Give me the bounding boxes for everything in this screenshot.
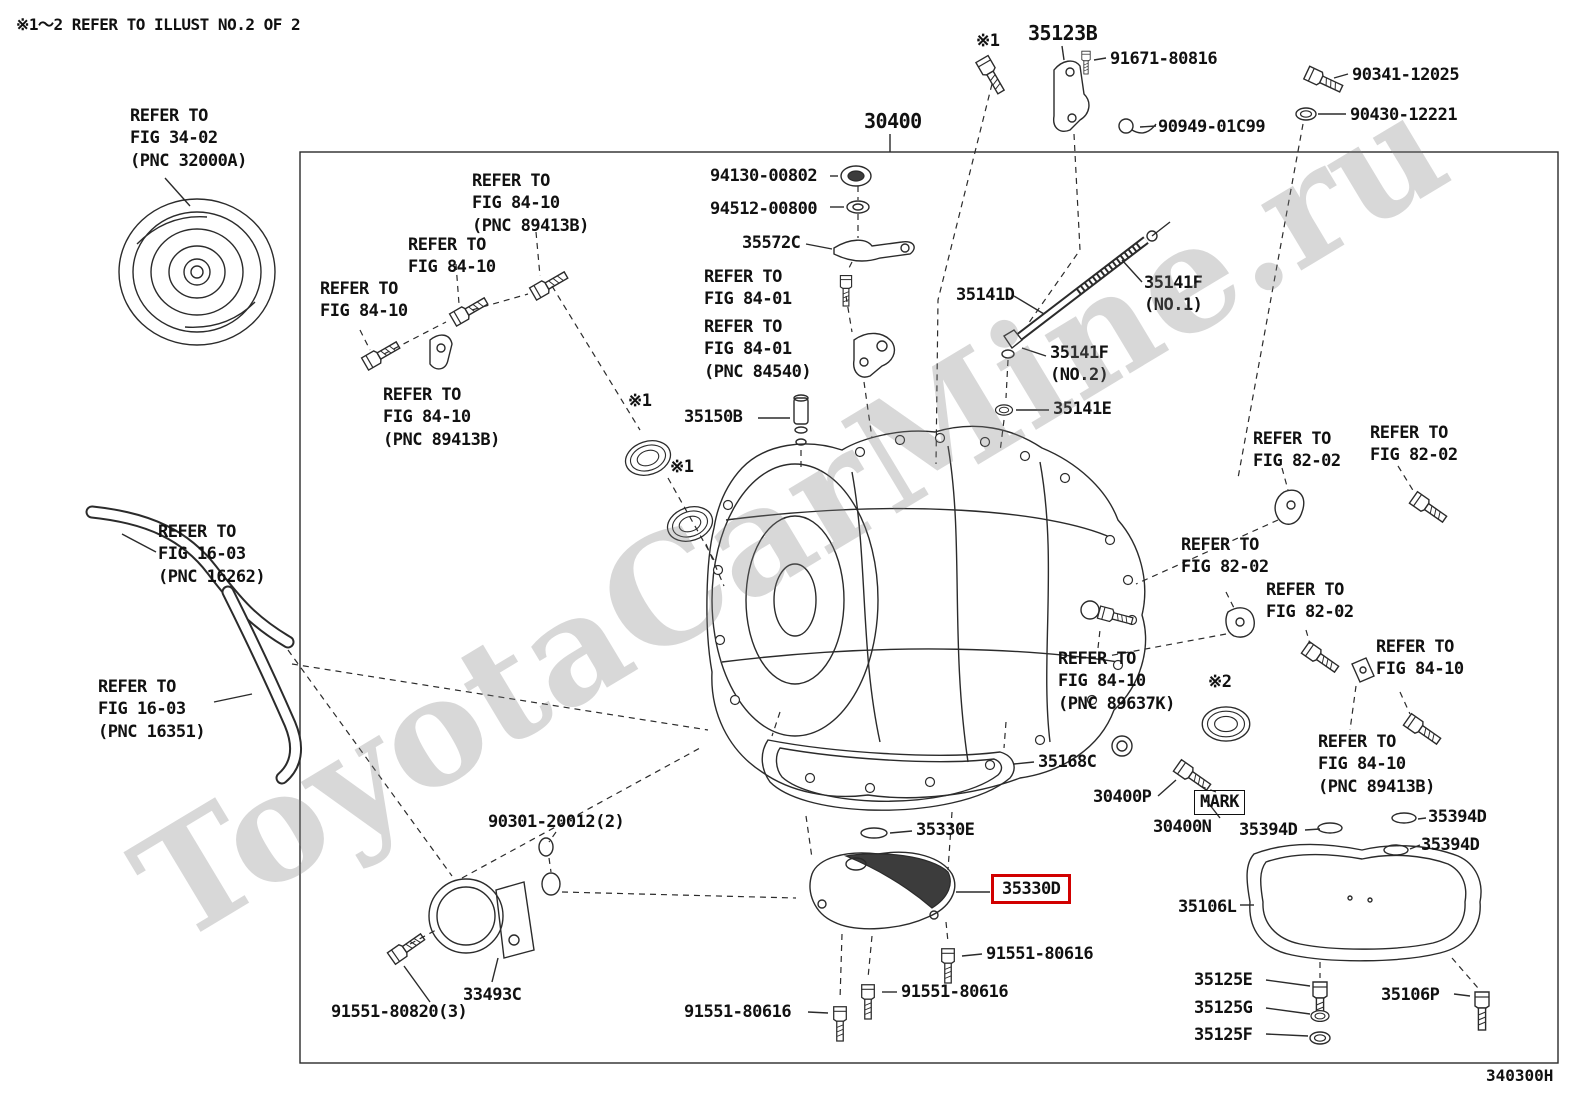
ref-label-fig-84-10-b[interactable]: REFER TO FIG 84-10 (408, 235, 496, 278)
ref-label-fig-16-03-a[interactable]: REFER TO FIG 16-03 (PNC 16262) (158, 522, 266, 587)
ref-label-fig-82-02-c[interactable]: REFER TO FIG 82-02 (1181, 535, 1269, 578)
part-label-35394d-1[interactable]: 35394D (1239, 820, 1298, 840)
marker-star1-b: ※1 (670, 457, 694, 477)
diagram-border (299, 151, 1559, 1064)
oil-seals-drawing (620, 434, 725, 587)
part-label-90430-12221[interactable]: 90430-12221 (1350, 105, 1458, 125)
marker-star1-a: ※1 (628, 391, 652, 411)
part-label-90341-12025[interactable]: 90341-12025 (1352, 65, 1460, 85)
part-label-35141d[interactable]: 35141D (956, 285, 1015, 305)
marker-star2: ※2 (1208, 672, 1232, 692)
mark-callout: MARK (1194, 790, 1245, 815)
oil-strainer-drawing (805, 811, 990, 1042)
part-label-90949-01c99[interactable]: 90949-01C99 (1158, 117, 1266, 137)
part-label-35572c[interactable]: 35572C (742, 233, 801, 253)
lever-stack-drawing (805, 165, 915, 439)
part-label-35125f[interactable]: 35125F (1194, 1025, 1253, 1045)
part-label-90301-20012[interactable]: 90301-20012(2) (488, 812, 625, 832)
marker-star1-top: ※1 (976, 31, 1000, 51)
part-label-35150b[interactable]: 35150B (684, 407, 743, 427)
ref-label-fig-82-02-d[interactable]: REFER TO FIG 82-02 (1266, 580, 1354, 623)
part-label-30400n[interactable]: 30400N (1153, 817, 1212, 837)
part-label-35125e[interactable]: 35125E (1194, 970, 1253, 990)
part-label-94130-00802[interactable]: 94130-00802 (710, 166, 818, 186)
transaxle-drawing (706, 425, 1147, 799)
part-label-35330e[interactable]: 35330E (916, 820, 975, 840)
part-label-30400p[interactable]: 30400P (1093, 787, 1152, 807)
ref-label-fig-84-10-a[interactable]: REFER TO FIG 84-10 (PNC 89413B) (472, 171, 589, 236)
part-label-35394d-3[interactable]: 35394D (1421, 835, 1480, 855)
pan-gasket-drawing (761, 711, 1035, 839)
part-label-35106l[interactable]: 35106L (1178, 897, 1237, 917)
part-label-35141f-no1[interactable]: 35141F (NO.1) (1144, 273, 1203, 316)
breather-drawing (386, 747, 701, 1003)
part-label-35141f-no2[interactable]: 35141F (NO.2) (1050, 343, 1109, 386)
ref-label-fig-84-10-c[interactable]: REFER TO FIG 84-10 (320, 279, 408, 322)
torque-converter-drawing (118, 198, 276, 346)
part-label-35141e[interactable]: 35141E (1053, 399, 1112, 419)
figure-code: 340300H (1486, 1066, 1554, 1085)
ref-label-fig-84-01-a[interactable]: REFER TO FIG 84-01 (704, 267, 792, 310)
ref-label-fig-34-02[interactable]: REFER TO FIG 34-02 (PNC 32000A) (130, 106, 247, 171)
part-label-91551-80616-2[interactable]: 91551-80616 (901, 982, 1009, 1002)
part-label-91551-80616-1[interactable]: 91551-80616 (986, 944, 1094, 964)
part-label-91671-80816[interactable]: 91671-80816 (1110, 49, 1218, 69)
part-label-91551-80616-3[interactable]: 91551-80616 (684, 1002, 792, 1022)
top-note: ※1～2 REFER TO ILLUST NO.2 OF 2 (16, 15, 301, 34)
part-label-35125g[interactable]: 35125G (1194, 998, 1253, 1018)
hoses-drawing (85, 505, 709, 877)
ref-label-fig-84-10-f[interactable]: REFER TO FIG 84-10 (PNC 89637K) (1058, 649, 1175, 714)
part-label-33493c[interactable]: 33493C (463, 985, 522, 1005)
oil-pan-drawing (1240, 812, 1490, 1045)
part-label-35106p[interactable]: 35106P (1381, 985, 1440, 1005)
part-label-94512-00800[interactable]: 94512-00800 (710, 199, 818, 219)
part-label-30400[interactable]: 30400 (864, 109, 922, 133)
ref-label-fig-82-02-b[interactable]: REFER TO FIG 82-02 (1370, 423, 1458, 466)
part-label-35168c[interactable]: 35168C (1038, 752, 1097, 772)
left-bolt-cluster-drawing (359, 231, 641, 431)
top-parts-drawing (889, 45, 1349, 479)
part-label-91551-80820[interactable]: 91551-80820(3) (331, 1002, 468, 1022)
fitting-drawing (758, 394, 809, 470)
ref-label-fig-16-03-b[interactable]: REFER TO FIG 16-03 (PNC 16351) (98, 677, 206, 742)
right-parts-drawing (1080, 465, 1450, 819)
part-label-35123b[interactable]: 35123B (1028, 21, 1098, 45)
ref-label-fig-82-02-a[interactable]: REFER TO FIG 82-02 (1253, 429, 1341, 472)
part-label-35330d-highlighted[interactable]: 35330D (991, 874, 1072, 905)
ref-label-fig-84-10-d[interactable]: REFER TO FIG 84-10 (PNC 89413B) (383, 385, 500, 450)
control-rod-drawing (994, 221, 1171, 453)
ref-label-fig-84-01-b[interactable]: REFER TO FIG 84-01 (PNC 84540) (704, 317, 812, 382)
ref-label-fig-84-10-e[interactable]: REFER TO FIG 84-10 (1376, 637, 1464, 680)
part-label-35394d-2[interactable]: 35394D (1428, 807, 1487, 827)
ref-label-fig-84-10-g[interactable]: REFER TO FIG 84-10 (PNC 89413B) (1318, 732, 1435, 797)
oring-drawing (538, 831, 797, 899)
